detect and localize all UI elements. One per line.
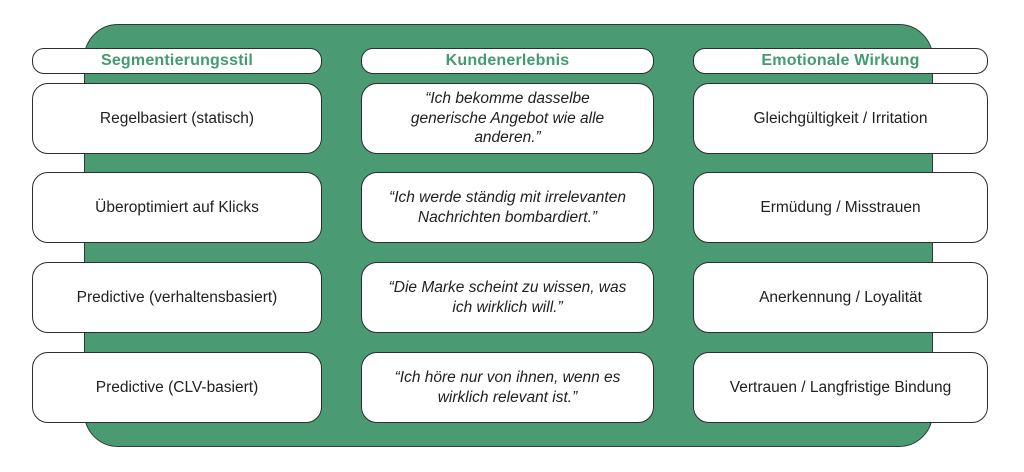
- customer-experience-quote-box-4: “Ich höre nur von ihnen, wenn es wirklic…: [361, 352, 654, 423]
- emotional-impact-box-4: Vertrauen / Langfristige Bindung: [693, 352, 988, 423]
- emotional-impact-box-2: Ermüdung / Misstrauen: [693, 172, 988, 243]
- table-row: Regelbasiert (statisch) “Ich bekomme das…: [32, 83, 988, 154]
- table-row: Überoptimiert auf Klicks “Ich werde stän…: [32, 172, 988, 243]
- segmentation-style-box-3: Predictive (verhaltensbasiert): [32, 262, 322, 333]
- table-row: Predictive (verhaltensbasiert) “Die Mark…: [32, 262, 988, 333]
- customer-experience-quote-box-3: “Die Marke scheint zu wissen, was ich wi…: [361, 262, 654, 333]
- column-header-emotionale-wirkung: Emotionale Wirkung: [693, 48, 988, 74]
- emotional-impact-box-1: Gleichgültigkeit / Irritation: [693, 83, 988, 154]
- emotional-impact-box-3: Anerkennung / Loyalität: [693, 262, 988, 333]
- header-row: Segmentierungsstil Kundenerlebnis Emotio…: [32, 48, 988, 74]
- column-header-kundenerlebnis: Kundenerlebnis: [361, 48, 654, 74]
- segmentation-style-box-4: Predictive (CLV-basiert): [32, 352, 322, 423]
- customer-experience-quote-box-2: “Ich werde ständig mit irrelevanten Nach…: [361, 172, 654, 243]
- table-row: Predictive (CLV-basiert) “Ich höre nur v…: [32, 352, 988, 423]
- segmentation-style-box-1: Regelbasiert (statisch): [32, 83, 322, 154]
- segmentation-style-box-2: Überoptimiert auf Klicks: [32, 172, 322, 243]
- customer-experience-quote-box-1: “Ich bekomme dasselbe generische Angebot…: [361, 83, 654, 154]
- column-header-segmentierungsstil: Segmentierungsstil: [32, 48, 322, 74]
